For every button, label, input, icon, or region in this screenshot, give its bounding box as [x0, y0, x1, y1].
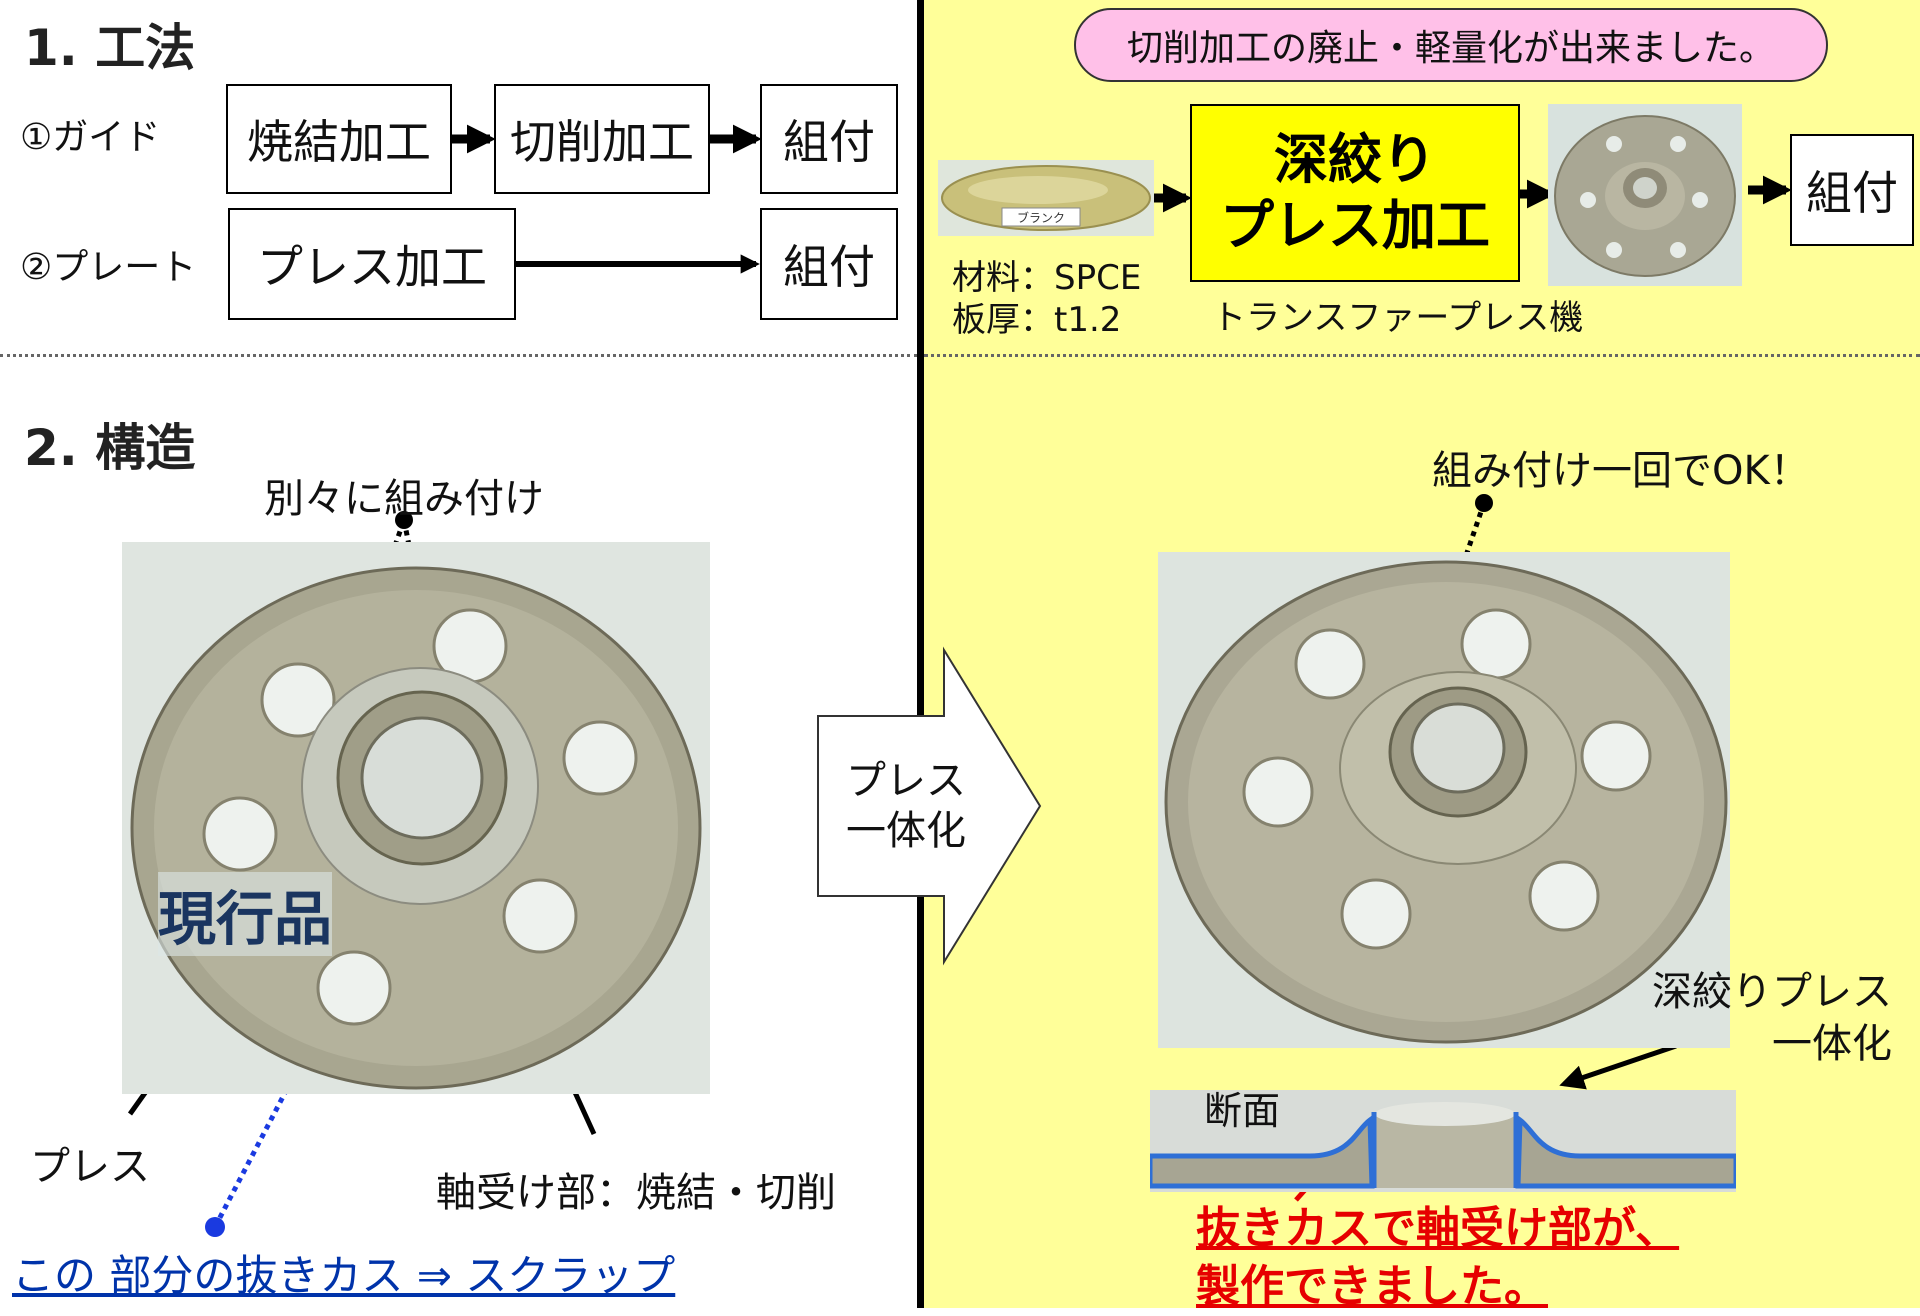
blank-disk-photo: ブランク	[938, 160, 1154, 236]
current-product-label: 現行品	[158, 872, 333, 956]
deep-draw-integration-label: 深絞りプレス 一体化	[1652, 966, 1892, 1070]
arrow-cross-section-pointer	[1559, 1043, 1677, 1090]
cross-section-photo	[1150, 1090, 1736, 1192]
right-horizontal-divider	[924, 354, 1920, 357]
thickness-line: 板厚：t1.2	[952, 300, 1122, 340]
plate-assembly-box: 組付	[760, 208, 898, 320]
part-small-photo	[1548, 104, 1742, 286]
press-integration-line1: プレス	[846, 758, 966, 804]
improvement-banner: 切削加工の廃止・軽量化が出来ました。	[1074, 8, 1828, 82]
cross-section-label: 断面	[1204, 1089, 1281, 1133]
vertical-divider	[917, 0, 924, 1308]
deep-draw-press-box: 深絞り プレス加工	[1190, 104, 1520, 282]
guide-assembly-box: 組付	[760, 84, 898, 194]
transfer-press-label: トランスファープレス機	[1212, 298, 1584, 338]
sintering-box: 焼結加工	[226, 84, 452, 194]
current-product-photo	[122, 542, 710, 1094]
new-product-photo	[1158, 552, 1730, 1048]
plate-label: ②プレート	[20, 247, 197, 288]
press-label: プレス	[30, 1144, 150, 1190]
deep-draw-line2: 一体化	[1772, 1021, 1892, 1067]
press-box-line1: 深絞り	[1274, 128, 1436, 191]
new-assembly-box: 組付	[1790, 134, 1914, 246]
left-horizontal-divider	[0, 354, 917, 357]
red-note: 抜きカスで軸受け部が、 製作できました。	[1196, 1200, 1679, 1316]
press-process-box: プレス加工	[228, 208, 516, 320]
assemble-once-label: 組み付け一回でOK！	[1432, 448, 1810, 494]
section1-title: 1. 工法	[24, 19, 196, 77]
separate-assembly-label: 別々に組み付け	[264, 476, 544, 522]
press-box-line2: プレス加工	[1220, 194, 1490, 257]
guide-label: ①ガイド	[20, 117, 161, 158]
red-note-line2: 製作できました。	[1196, 1261, 1548, 1312]
transition-arrow	[817, 646, 1042, 966]
dot-top	[395, 511, 413, 529]
deep-draw-line1: 深絞りプレス	[1652, 969, 1892, 1015]
section2-title: 2. 構造	[24, 419, 196, 477]
material-line: 材料：SPCE	[952, 258, 1142, 298]
bearing-label: 軸受け部：焼結・切削	[436, 1170, 836, 1216]
blue-dot-bottom	[205, 1217, 225, 1237]
blank-tag: ブランク	[1017, 210, 1065, 225]
press-integration-label: プレス 一体化	[826, 756, 986, 856]
press-integration-line2: 一体化	[846, 808, 966, 854]
red-note-line1: 抜きカスで軸受け部が、	[1196, 1203, 1680, 1254]
scrap-note-link[interactable]: この 部分の抜きカス ⇒ スクラップ	[12, 1251, 676, 1300]
